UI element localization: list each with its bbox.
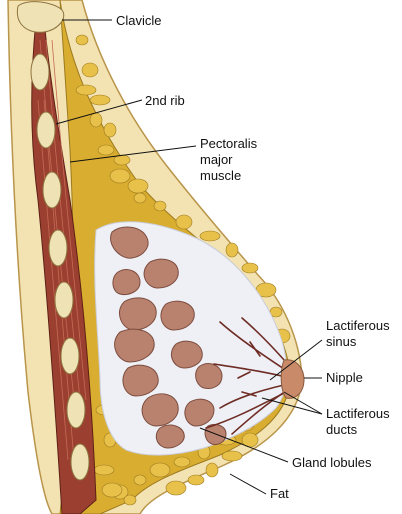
- fat-lobule: [149, 462, 171, 478]
- gland-lobules: [110, 226, 227, 449]
- fat-lobule: [109, 168, 131, 184]
- fat-lobule: [103, 122, 117, 138]
- fat-lobules: [75, 34, 291, 506]
- nipple-shape: [280, 359, 305, 399]
- label-pectoralis-major-muscle: Pectoralis major muscle: [200, 136, 257, 184]
- fat-lobule: [93, 464, 115, 476]
- label-lactiferous-ducts-line1: Lactiferous: [326, 406, 390, 421]
- ribs: [30, 53, 90, 481]
- fat-lobule: [127, 178, 149, 194]
- label-lactiferous-sinus: Lactiferous sinus: [326, 318, 390, 350]
- fat-lobule: [165, 480, 187, 496]
- label-pectoralis-line2: major: [200, 152, 233, 167]
- fat-lobule: [221, 450, 243, 462]
- label-fat: Fat: [270, 486, 289, 501]
- label-clavicle: Clavicle: [116, 13, 162, 28]
- fat-lobule: [97, 144, 115, 156]
- fat-lobule: [187, 474, 205, 486]
- clavicle-bone: [16, 1, 65, 33]
- label-pectoralis-line3: muscle: [200, 168, 242, 183]
- fat-lobule: [133, 192, 147, 204]
- fat-lobule: [89, 112, 103, 128]
- label-lactiferous-ducts-line2: ducts: [326, 422, 358, 437]
- fat-lobule: [89, 94, 111, 106]
- fat-lobule: [205, 462, 219, 478]
- fat-lobule: [153, 200, 167, 212]
- fat-lobule: [75, 84, 97, 96]
- label-lactiferous-sinus-line2: sinus: [326, 334, 357, 349]
- fat-lobule: [173, 456, 191, 468]
- label-pectoralis-line1: Pectoralis: [200, 136, 258, 151]
- rib-cross-section: [48, 229, 68, 267]
- rib-cross-section: [36, 111, 56, 149]
- fat-lobule: [225, 242, 239, 258]
- rib-cross-section: [66, 391, 86, 429]
- connective-tissue: [94, 221, 288, 456]
- fat-lobule: [123, 494, 137, 506]
- label-gland-lobules: Gland lobules: [292, 455, 372, 470]
- label-nipple: Nipple: [326, 370, 363, 385]
- fat-lobule: [199, 230, 221, 242]
- rib-cross-section: [54, 281, 74, 319]
- label-2nd-rib: 2nd rib: [145, 93, 185, 108]
- fat-lobule: [101, 482, 123, 498]
- fat-lobule: [175, 214, 193, 230]
- label-lactiferous-sinus-line1: Lactiferous: [326, 318, 390, 333]
- rib-cross-section: [70, 443, 90, 481]
- rib-cross-section: [60, 337, 80, 375]
- fat-lobule: [133, 474, 147, 486]
- fat-lobule: [75, 34, 89, 46]
- rib-cross-section: [42, 171, 62, 209]
- fat-lobule: [241, 262, 259, 274]
- leader-lines: [55, 19, 323, 495]
- rib-cross-section: [30, 53, 50, 91]
- label-lactiferous-ducts: Lactiferous ducts: [326, 406, 390, 438]
- fat-lobule: [81, 62, 99, 78]
